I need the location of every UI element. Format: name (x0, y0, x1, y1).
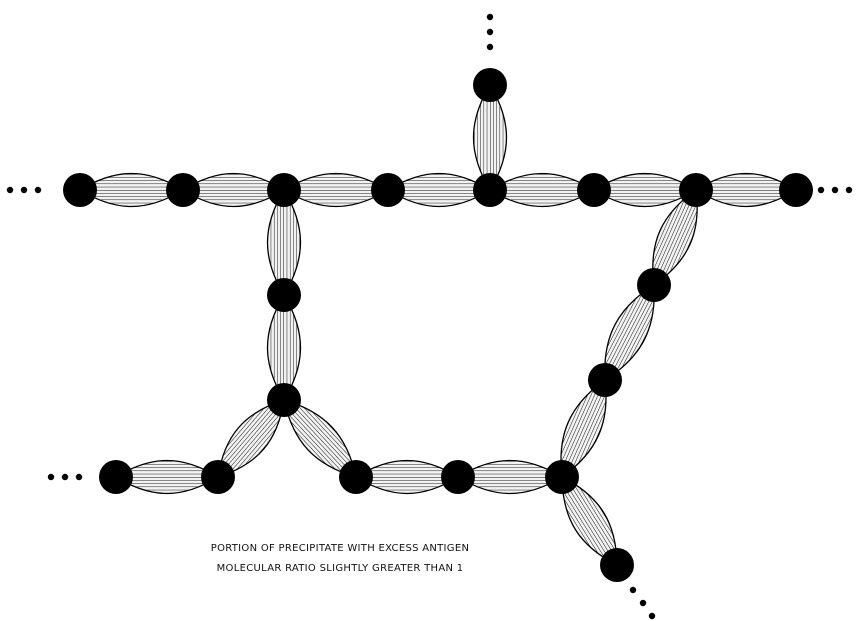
ellipsis-dot (76, 474, 82, 480)
ellipsis-dot (21, 187, 27, 193)
antigen-molecule (473, 68, 507, 102)
caption-line-2: MOLECULAR RATIO SLIGHTLY GREATER THAN 1 (120, 563, 560, 574)
ellipsis-dot (846, 187, 852, 193)
antigen-molecule (600, 548, 634, 582)
ellipsis-dot (7, 187, 13, 193)
antigen-molecule (371, 173, 405, 207)
ellipsis-dot (818, 187, 824, 193)
antigen-molecules (63, 68, 813, 582)
antigen-molecule (545, 460, 579, 494)
continuation-dots (7, 14, 852, 619)
antigen-molecule (779, 173, 813, 207)
antigen-molecule (637, 268, 671, 302)
ellipsis-dot (832, 187, 838, 193)
ellipsis-dot (487, 14, 493, 20)
antigen-molecule (201, 460, 235, 494)
antigen-molecule (267, 278, 301, 312)
antigen-molecule (441, 460, 475, 494)
antigen-molecule (267, 383, 301, 417)
antigen-molecule (588, 363, 622, 397)
antigen-molecule (166, 173, 200, 207)
ellipsis-dot (48, 474, 54, 480)
caption-line-1: PORTION OF PRECIPITATE WITH EXCESS ANTIG… (120, 543, 560, 554)
ellipsis-dot (62, 474, 68, 480)
ellipsis-dot (487, 29, 493, 35)
ellipsis-dot (640, 600, 646, 606)
antibody-links (80, 85, 796, 574)
antigen-molecule (473, 173, 507, 207)
antigen-molecule (267, 173, 301, 207)
ellipsis-dot (630, 587, 636, 593)
antigen-molecule (339, 460, 373, 494)
antigen-molecule (63, 173, 97, 207)
antigen-molecule (577, 173, 611, 207)
antigen-molecule (99, 460, 133, 494)
ellipsis-dot (35, 187, 41, 193)
ellipsis-dot (649, 613, 655, 619)
ellipsis-dot (487, 44, 493, 50)
antigen-molecule (679, 173, 713, 207)
